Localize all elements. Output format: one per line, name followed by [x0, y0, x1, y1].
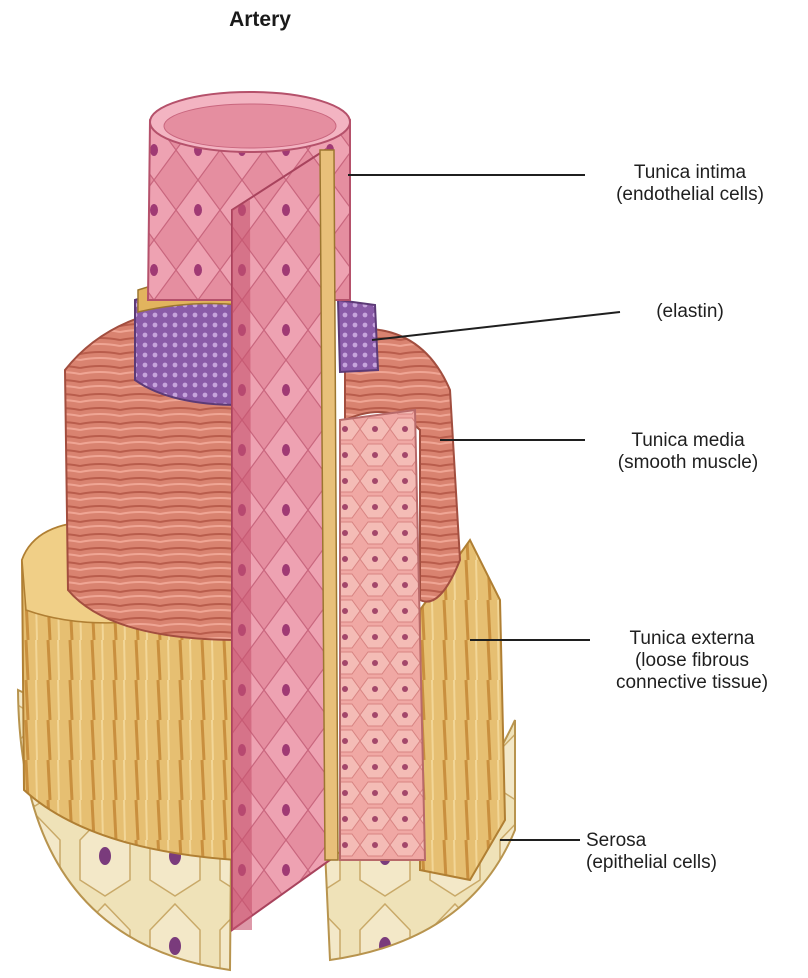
label-tunica-intima: Tunica intima (endothelial cells)	[575, 162, 805, 206]
label-serosa-name: Serosa	[586, 830, 776, 852]
label-intima-name: Tunica intima	[575, 162, 805, 184]
label-externa-name: Tunica externa	[578, 628, 806, 650]
label-elastin: (elastin)	[625, 301, 755, 323]
label-externa-desc2: connective tissue)	[578, 672, 806, 694]
label-tunica-media: Tunica media (smooth muscle)	[578, 430, 798, 474]
label-externa-desc1: (loose fibrous	[578, 650, 806, 672]
lumen-shadow	[232, 200, 252, 930]
label-serosa: Serosa (epithelial cells)	[572, 830, 776, 874]
label-intima-desc: (endothelial cells)	[575, 184, 805, 206]
label-media-name: Tunica media	[578, 430, 798, 452]
label-media-desc: (smooth muscle)	[578, 452, 798, 474]
elastin-band-right	[338, 300, 378, 372]
label-tunica-externa: Tunica externa (loose fibrous connective…	[578, 628, 806, 694]
label-elastin-name: (elastin)	[625, 301, 755, 323]
leader-elastin	[372, 312, 620, 340]
label-serosa-desc: (epithelial cells)	[586, 852, 776, 874]
media-cut-face	[340, 410, 425, 860]
